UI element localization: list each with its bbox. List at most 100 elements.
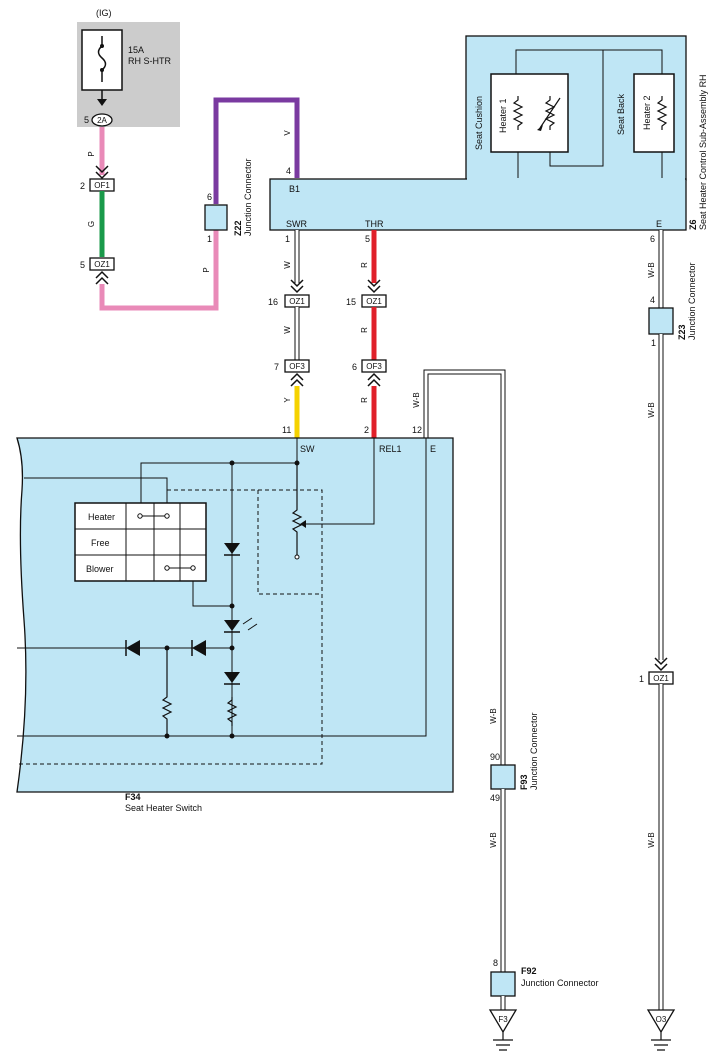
- z22-name: Junction Connector: [243, 158, 253, 236]
- z22-connector: [204, 204, 228, 231]
- svg-text:1: 1: [285, 234, 290, 244]
- f34-sw-label: SW: [300, 444, 315, 454]
- svg-text:V: V: [283, 130, 292, 136]
- svg-text:W-B: W-B: [489, 832, 498, 847]
- svg-text:W-B: W-B: [412, 392, 421, 407]
- z6-b1-label: B1: [289, 184, 300, 194]
- svg-text:11: 11: [282, 425, 291, 435]
- z6-e-label: E: [656, 219, 662, 229]
- fuse-block: (IG) 15A RH S-HTR 2A 5: [77, 8, 180, 127]
- heater1-box: [490, 73, 569, 153]
- svg-text:P: P: [87, 151, 96, 156]
- wb-wire-o3: 6 W-B 4 1 Z23 Junction Connector W-B OZ1…: [639, 230, 697, 1051]
- z22-junction: V 6 1 Z22 Junction Connector 4: [204, 97, 300, 244]
- mode-free: Free: [91, 538, 110, 548]
- f92-connector: [490, 971, 516, 997]
- svg-text:1: 1: [639, 674, 644, 684]
- svg-text:OZ1: OZ1: [94, 260, 110, 269]
- f34-name: Seat Heater Switch: [125, 803, 202, 813]
- svg-text:5: 5: [365, 234, 370, 244]
- svg-text:OZ1: OZ1: [653, 674, 669, 683]
- svg-text:G: G: [87, 221, 96, 227]
- f93-connector: [490, 764, 516, 790]
- seat-back-label: Seat Back: [616, 93, 626, 135]
- z6-thr-label: THR: [365, 219, 384, 229]
- seat-cushion-label: Seat Cushion: [474, 96, 484, 150]
- f34-id: F34: [125, 792, 141, 802]
- svg-text:R: R: [360, 327, 369, 333]
- svg-text:2: 2: [80, 181, 85, 191]
- fuse-name: RH S-HTR: [128, 56, 171, 66]
- svg-text:P: P: [202, 267, 211, 272]
- svg-text:F3: F3: [498, 1015, 508, 1024]
- svg-text:1: 1: [651, 338, 656, 348]
- pink-green-wire: P OF1 2 G OZ1 5 P: [80, 127, 219, 311]
- svg-text:Heater 1: Heater 1: [498, 98, 508, 133]
- svg-text:2A: 2A: [97, 116, 107, 125]
- fuse-rating: 15A: [128, 45, 144, 55]
- f93-name: Junction Connector: [529, 712, 539, 790]
- svg-text:7: 7: [274, 362, 279, 372]
- svg-text:W-B: W-B: [647, 832, 656, 847]
- z23-name: Junction Connector: [687, 262, 697, 340]
- f92-id: F92: [521, 966, 537, 976]
- wb-wire-f3: W-B 12 W-B 90 49 F93 Junction Connector …: [412, 369, 599, 1051]
- svg-text:R: R: [360, 397, 369, 403]
- svg-text:OF3: OF3: [289, 362, 305, 371]
- svg-text:OF3: OF3: [366, 362, 382, 371]
- svg-text:OZ1: OZ1: [289, 297, 305, 306]
- z6-module: B1 SWR THR E Seat Cushion Seat Back Heat…: [269, 35, 708, 231]
- svg-text:5: 5: [80, 260, 85, 270]
- svg-text:W-B: W-B: [489, 708, 498, 723]
- f92-name: Junction Connector: [521, 978, 599, 988]
- z6-name: Seat Heater Control Sub-Assembly RH: [698, 74, 708, 230]
- svg-text:5: 5: [84, 115, 89, 125]
- f34-rel1-label: REL1: [379, 444, 402, 454]
- swr-wire: 1 W OZ1 16 W OF3 7 Y 11: [268, 230, 310, 438]
- svg-text:1: 1: [207, 234, 212, 244]
- z6-swr-label: SWR: [286, 219, 307, 229]
- z22-id: Z22: [233, 220, 243, 236]
- svg-text:OF1: OF1: [94, 181, 110, 190]
- heater2-resistor-icon: [656, 96, 668, 130]
- svg-text:2: 2: [364, 425, 369, 435]
- f34-switch: SW REL1 E Heater Free Blower: [16, 437, 454, 813]
- svg-text:Y: Y: [283, 397, 292, 403]
- svg-text:R: R: [360, 262, 369, 268]
- svg-text:W-B: W-B: [647, 402, 656, 417]
- svg-text:OZ1: OZ1: [366, 297, 382, 306]
- mode-blower: Blower: [86, 564, 114, 574]
- heater2-box: [633, 73, 675, 153]
- thr-wire: 5 R OZ1 15 R OF3 6 R 2: [346, 230, 387, 438]
- svg-text:6: 6: [352, 362, 357, 372]
- svg-text:4: 4: [650, 295, 655, 305]
- heater1-resistor-icon: [512, 96, 524, 130]
- svg-text:6: 6: [207, 192, 212, 202]
- svg-text:15: 15: [346, 297, 356, 307]
- svg-text:6: 6: [650, 234, 655, 244]
- svg-text:W: W: [283, 261, 292, 269]
- svg-text:O3: O3: [656, 1015, 667, 1024]
- connector-oz1-left: [89, 257, 115, 271]
- mode-heater: Heater: [88, 512, 115, 522]
- ig-label: (IG): [96, 8, 112, 18]
- fuse-icon: [97, 36, 107, 82]
- z23-connector: [648, 307, 674, 335]
- svg-text:W-B: W-B: [647, 262, 656, 277]
- ground-f3-icon: [488, 1009, 518, 1034]
- f93-id: F93: [519, 774, 529, 790]
- z6-id: Z6: [688, 219, 698, 230]
- svg-text:16: 16: [268, 297, 278, 307]
- svg-text:Heater 2: Heater 2: [642, 95, 652, 130]
- ground-o3-icon: [646, 1009, 676, 1034]
- svg-text:4: 4: [286, 166, 291, 176]
- svg-text:8: 8: [493, 958, 498, 968]
- svg-text:12: 12: [412, 425, 422, 435]
- z23-id: Z23: [677, 324, 687, 340]
- connector-2a: [91, 113, 113, 127]
- svg-text:90: 90: [490, 752, 500, 762]
- f34-e-label: E: [430, 444, 436, 454]
- svg-text:W: W: [283, 326, 292, 334]
- svg-text:49: 49: [490, 793, 500, 803]
